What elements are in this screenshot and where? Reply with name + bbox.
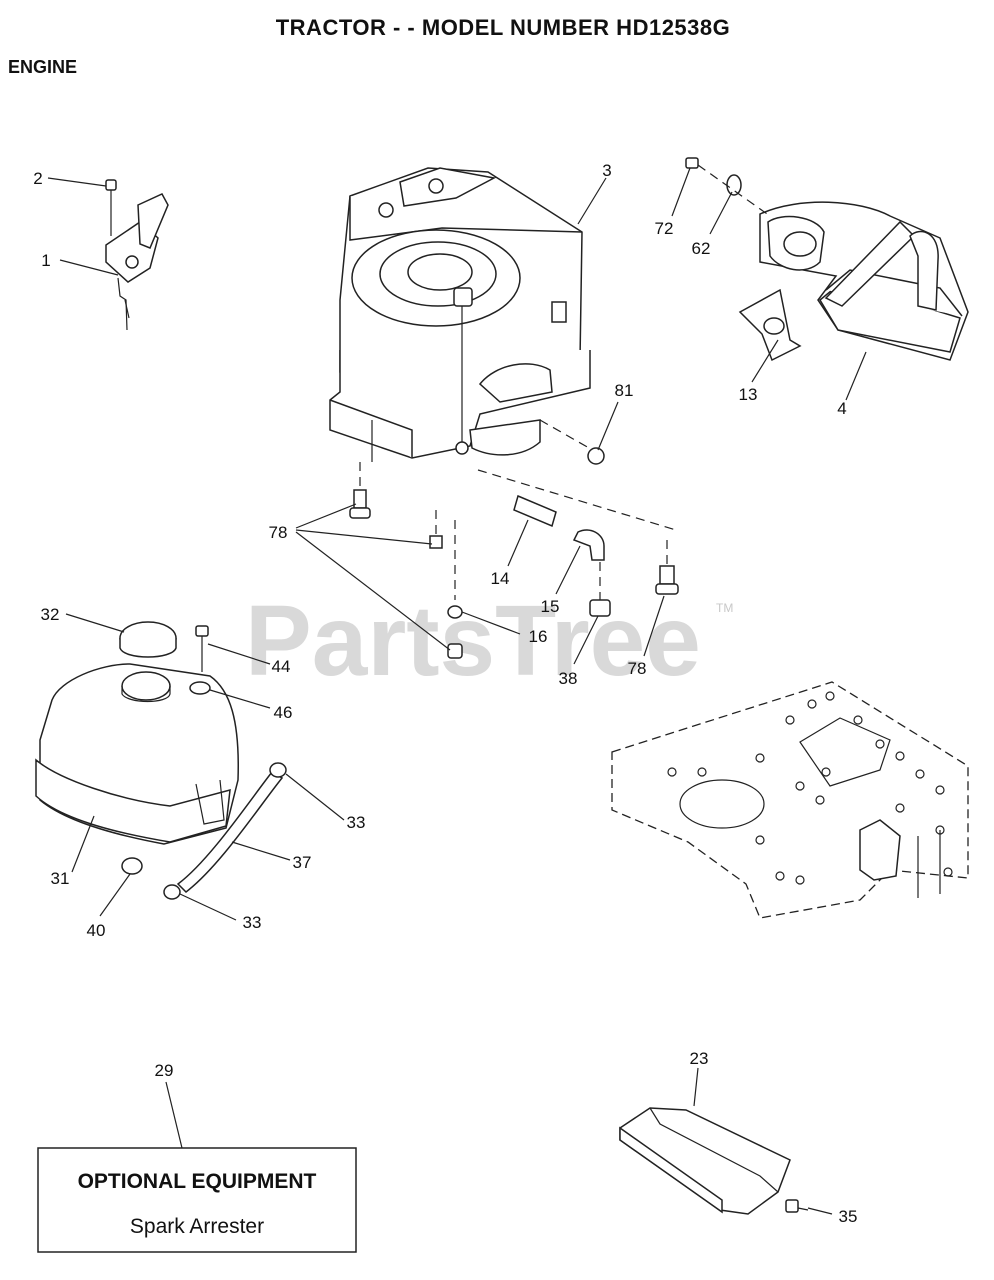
callout-label: 46 <box>274 703 293 722</box>
callout-label: 31 <box>51 869 70 888</box>
callout-label: 2 <box>33 169 42 188</box>
optional-equipment-box: OPTIONAL EQUIPMENT Spark Arrester <box>37 1147 357 1253</box>
callout-label: 38 <box>559 669 578 688</box>
callout-label: 23 <box>690 1049 709 1068</box>
callout-label: 4 <box>837 399 846 418</box>
optional-equipment-item: Spark Arrester <box>130 1215 264 1238</box>
callout-label: 15 <box>541 597 560 616</box>
leader-lines <box>47 167 867 1215</box>
callout-label: 62 <box>692 239 711 258</box>
callout-label: 78 <box>269 523 288 542</box>
section-label: ENGINE <box>8 57 77 77</box>
callout-label: 37 <box>293 853 312 872</box>
fuel-tank-drawing <box>35 621 287 900</box>
callout-label: 13 <box>739 385 758 404</box>
callout-labels: 2 1 3 72 62 13 4 81 78 14 15 16 38 78 32… <box>33 161 857 1226</box>
page-title: TRACTOR - - MODEL NUMBER HD12538G <box>276 15 731 40</box>
engine-drawing <box>329 167 591 462</box>
engine-hardware-drawing <box>349 419 679 659</box>
watermark-trademark: TM <box>716 601 733 615</box>
callout-label: 44 <box>272 657 291 676</box>
callout-label: 3 <box>602 161 611 180</box>
chassis-plate-drawing <box>611 681 969 919</box>
callout-label: 16 <box>529 627 548 646</box>
watermark-logo: PartsTree <box>245 585 701 697</box>
callout-label: 32 <box>41 605 60 624</box>
optional-equipment-heading: OPTIONAL EQUIPMENT <box>78 1170 317 1193</box>
heat-shield-drawing <box>619 1107 809 1215</box>
throttle-control-drawing <box>105 179 169 331</box>
callout-label: 33 <box>347 813 366 832</box>
callout-label: 1 <box>41 251 50 270</box>
muffler-drawing <box>685 157 969 362</box>
callout-label: 35 <box>839 1207 858 1226</box>
callout-label: 40 <box>87 921 106 940</box>
callout-label: 78 <box>628 659 647 678</box>
callout-label: 29 <box>155 1061 174 1080</box>
callout-label: 33 <box>243 913 262 932</box>
callout-label: 72 <box>655 219 674 238</box>
callout-label: 81 <box>615 381 634 400</box>
callout-label: 14 <box>491 569 510 588</box>
